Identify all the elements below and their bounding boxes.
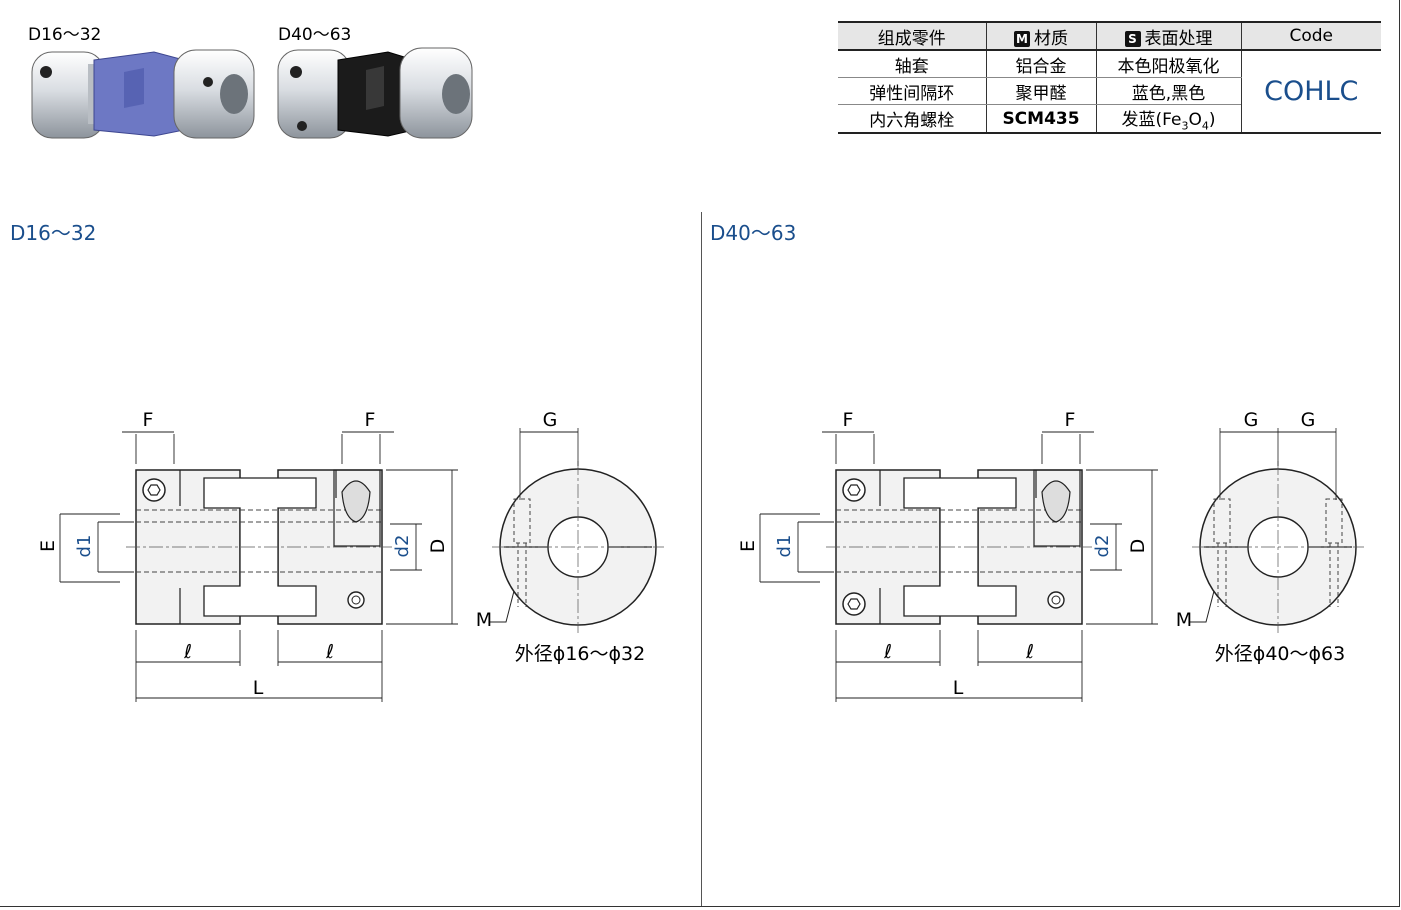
coupling-front-view <box>490 428 664 633</box>
spacer-large <box>337 51 415 137</box>
dim-label-d1: d1 <box>74 535 95 558</box>
section-title-large: D40～63 <box>710 221 797 245</box>
dim-label-G-right: G <box>1301 409 1316 431</box>
dim-label-l-right: ℓ <box>325 641 334 663</box>
cell-part: 内六角螺栓 <box>838 104 986 135</box>
dim-label-d2: d2 <box>1092 535 1113 558</box>
surface-subscript-2: 4 <box>1201 119 1209 133</box>
table-row: 轴套 铝合金 本色阳极氧化 COHLC <box>838 50 1381 135</box>
drawing-small: F F G E d1 d2 D ℓ ℓ L M 外径ϕ16～ϕ32 <box>37 409 664 702</box>
dim-label-d2: d2 <box>392 535 413 558</box>
surface-text-post: ) <box>1208 110 1216 130</box>
dim-label-L: L <box>253 677 264 699</box>
cell-part: 弹性间隔环 <box>838 77 986 105</box>
dim-label-l-right: ℓ <box>1025 641 1034 663</box>
dim-label-M: M <box>476 609 492 631</box>
cell-code: COHLC <box>1240 50 1381 135</box>
section-title-small: D16～32 <box>10 221 97 245</box>
table-row: 内六角螺栓 SCM435 发蓝(Fe3O4) <box>838 104 1381 135</box>
coupling-side-view <box>759 431 1158 702</box>
header-surface-label: 表面处理 <box>1144 28 1213 49</box>
cell-part: 轴套 <box>838 50 986 78</box>
dim-label-D: D <box>1127 539 1149 554</box>
surface-badge-icon: S <box>1124 30 1141 47</box>
dim-label-M: M <box>1176 609 1192 631</box>
photo-coupling-small <box>31 49 255 139</box>
material-badge-icon: M <box>1014 30 1030 47</box>
cell-material: 聚甲醛 <box>985 77 1096 105</box>
dim-label-F-right: F <box>365 409 376 431</box>
header-material-label: 材质 <box>1034 28 1068 49</box>
cell-material: 铝合金 <box>985 50 1096 78</box>
cell-surface: 发蓝(Fe3O4) <box>1095 104 1241 135</box>
surface-subscript-1: 3 <box>1181 119 1189 133</box>
dim-label-d1: d1 <box>774 535 795 558</box>
dim-label-l-left: ℓ <box>883 641 892 663</box>
coupling-side-view <box>59 431 458 702</box>
dim-label-L: L <box>953 677 964 699</box>
dim-label-F-left: F <box>143 409 154 431</box>
photo-label-small: D16～32 <box>28 25 102 45</box>
surface-text-mid: O <box>1188 110 1202 130</box>
diameter-note: 外径ϕ16～ϕ32 <box>515 643 645 665</box>
cell-material: SCM435 <box>985 104 1096 135</box>
cell-surface: 蓝色,黑色 <box>1095 77 1241 105</box>
spacer-small <box>93 51 185 137</box>
dim-label-E: E <box>737 540 759 552</box>
diameter-note: 外径ϕ40～ϕ63 <box>1215 643 1345 665</box>
header-code: Code <box>1240 21 1381 51</box>
cell-surface: 本色阳极氧化 <box>1095 50 1241 78</box>
dim-label-E: E <box>37 540 59 552</box>
table-row: 弹性间隔环 聚甲醛 蓝色,黑色 <box>838 77 1381 105</box>
dim-label-G: G <box>543 409 558 431</box>
dim-label-l-left: ℓ <box>183 641 192 663</box>
photo-coupling-large <box>277 47 473 139</box>
drawing-large: F F G G E d1 d2 D ℓ ℓ L M 外径ϕ40～ϕ63 <box>737 409 1364 702</box>
photo-label-large: D40～63 <box>278 25 352 45</box>
dim-label-F-right: F <box>1065 409 1076 431</box>
section-divider <box>701 212 702 906</box>
dim-label-D: D <box>427 539 449 554</box>
header-part: 组成零件 <box>838 21 986 51</box>
dim-label-G-left: G <box>1244 409 1259 431</box>
dim-label-F-left: F <box>843 409 854 431</box>
coupling-front-view <box>1190 428 1364 633</box>
surface-text-pre: 发蓝(Fe <box>1121 110 1182 130</box>
